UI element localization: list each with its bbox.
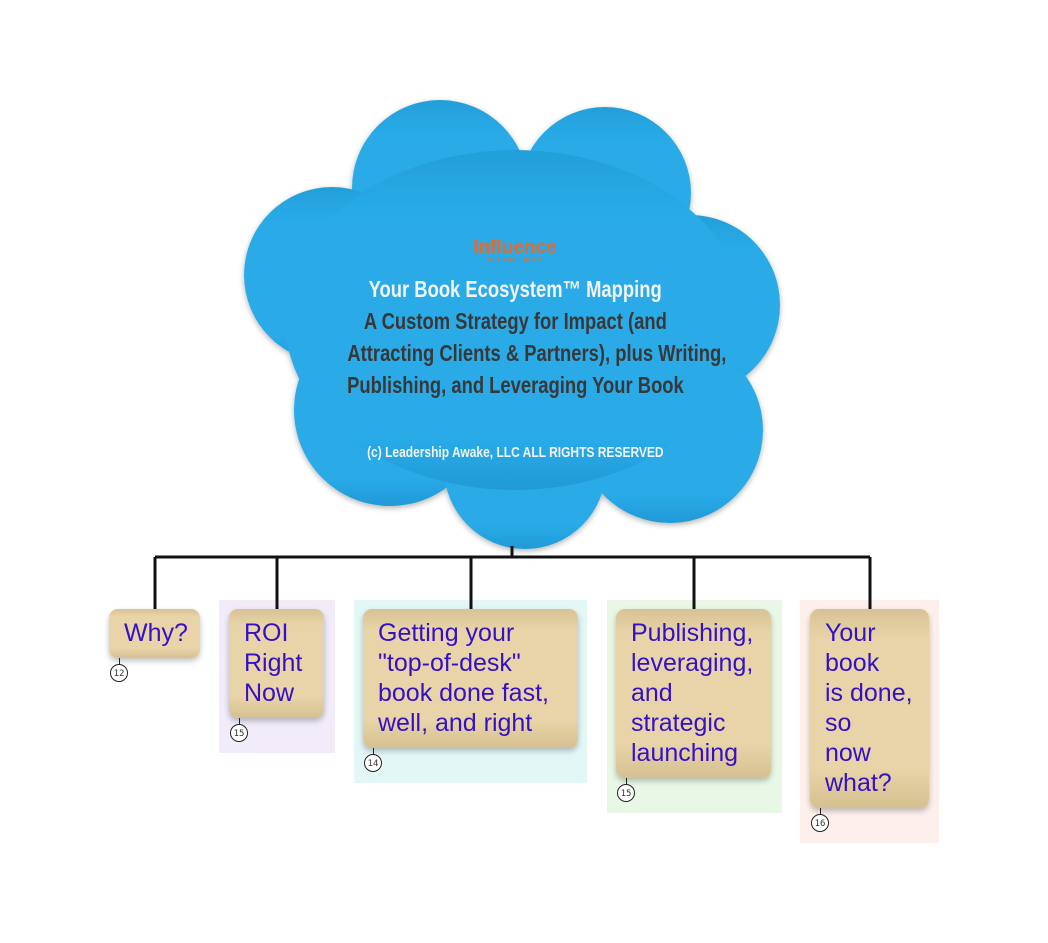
node-label: Getting your "top-of-desk" book done fas…: [378, 619, 549, 737]
logo-name: Influence: [473, 237, 557, 258]
count-badge[interactable]: 16: [811, 814, 829, 832]
count-badge[interactable]: 14: [364, 754, 382, 772]
node-roi-right-now[interactable]: ROI Right Now: [229, 609, 324, 718]
node-label: Your book is done, so now what?: [825, 619, 913, 797]
count-badge[interactable]: 12: [110, 664, 128, 682]
node-label: ROI Right Now: [244, 619, 303, 707]
root-subtitle-line: Publishing, and Leveraging Your Book: [346, 372, 684, 398]
root-cloud[interactable]: [244, 100, 780, 549]
node-getting-book-done[interactable]: Getting your "top-of-desk" book done fas…: [363, 609, 578, 748]
root-copyright: (c) Leadership Awake, LLC ALL RIGHTS RES…: [366, 444, 664, 461]
node-label: Why?: [124, 619, 188, 647]
count-badge[interactable]: 15: [617, 784, 635, 802]
node-why[interactable]: Why?: [109, 609, 200, 658]
logo-tagline: WITH A HEART®: [487, 257, 543, 264]
root-subtitle-line: Attracting Clients & Partners), plus Wri…: [347, 340, 727, 366]
connector-lines: [153, 546, 872, 610]
node-label: Publishing, leveraging, and strategic la…: [631, 619, 754, 767]
root-title: Your Book Ecosystem™ Mapping: [368, 276, 662, 302]
node-publishing-launching[interactable]: Publishing, leveraging, and strategic la…: [616, 609, 771, 778]
logo: Influence WITH A HEART®: [300, 237, 730, 265]
count-badge[interactable]: 15: [230, 724, 248, 742]
root-subtitle-line: A Custom Strategy for Impact (and: [363, 308, 667, 334]
node-book-done-now-what[interactable]: Your book is done, so now what?: [810, 609, 929, 808]
